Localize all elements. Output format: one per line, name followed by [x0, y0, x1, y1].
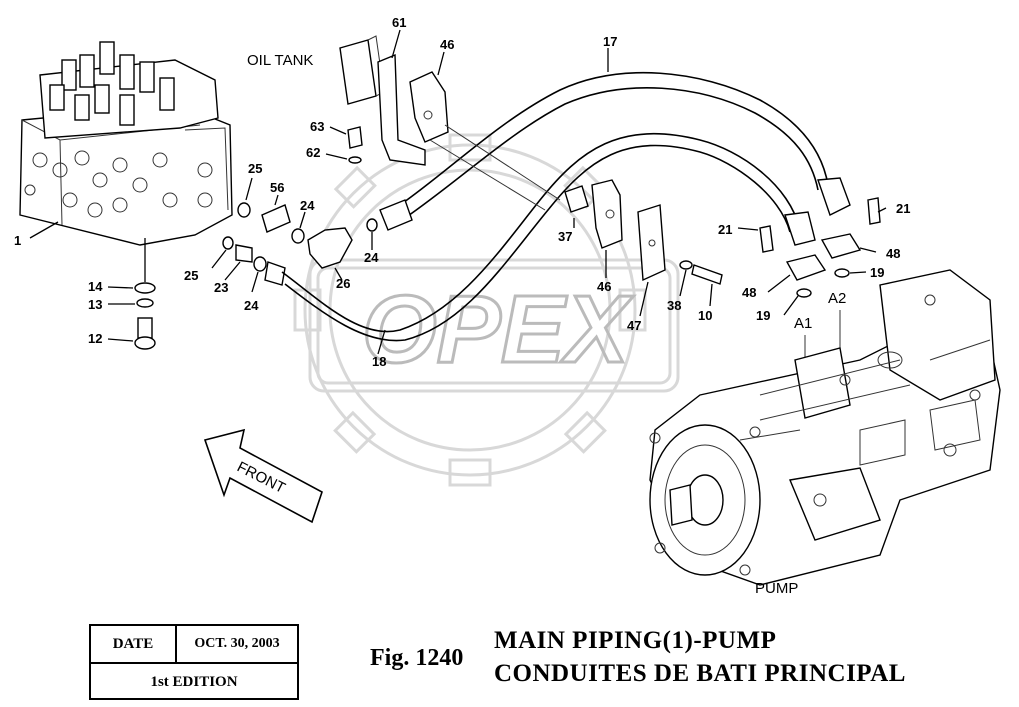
clamp-37 [564, 185, 589, 213]
hose-18-outer [281, 132, 801, 333]
leaders-62-63 [325, 126, 348, 160]
date-value: OCT. 30, 2003 [194, 636, 280, 651]
washer-62 [348, 156, 362, 164]
callout-25a: 25 [248, 161, 262, 176]
callout-17: 17 [603, 34, 617, 49]
leaders-flanges [737, 207, 887, 316]
callout-10: 10 [698, 308, 712, 323]
callout-23: 23 [214, 280, 228, 295]
callout-47: 47 [627, 318, 641, 333]
callout-46b: 46 [597, 279, 611, 294]
callout-24a: 24 [300, 198, 315, 213]
leaders-61-46 [391, 29, 445, 76]
front-arrow-icon [203, 428, 323, 524]
callout-63: 63 [310, 119, 324, 134]
flange-48b [820, 233, 862, 259]
figure-number: Fig. 1240 [370, 645, 464, 671]
callout-24b: 24 [244, 298, 259, 313]
mount-hardware [134, 238, 156, 350]
callout-48a: 48 [742, 285, 756, 300]
washer-38 [679, 260, 693, 270]
callout-19b: 19 [870, 265, 884, 280]
callout-21b: 21 [896, 201, 910, 216]
callout-24c: 24 [364, 250, 379, 265]
bracket-61 [377, 53, 426, 166]
leaders-upper-fittings [245, 177, 343, 281]
title-english: MAIN PIPING(1)-PUMP [494, 627, 777, 654]
leaders-clamp-group [573, 218, 713, 317]
bolt-21b [867, 197, 881, 225]
bolt-21a [759, 225, 774, 253]
watermark-gear [293, 133, 680, 487]
callout-14: 14 [88, 279, 103, 294]
edition-label: 1st EDITION [150, 673, 238, 690]
callout-19a: 19 [756, 308, 770, 323]
watermark-text: OPEX [362, 276, 634, 383]
title-french: CONDUITES DE BATI PRINCIPAL [494, 660, 906, 687]
callout-1: 1 [14, 233, 21, 248]
callout-38: 38 [667, 298, 681, 313]
clamp-46-upper [409, 71, 449, 143]
leader-1 [29, 221, 59, 239]
port-a2-label: A2 [828, 290, 846, 307]
o-ring-19a [796, 288, 812, 298]
date-label: DATE [91, 626, 177, 662]
callout-21a: 21 [718, 222, 732, 237]
flange-48a [785, 254, 827, 281]
callout-12: 12 [88, 331, 102, 346]
projection-lines [429, 124, 561, 211]
clamp-block [339, 35, 385, 105]
o-ring-24c [366, 218, 378, 232]
callout-26: 26 [336, 276, 350, 291]
o-ring-19b [834, 268, 850, 278]
callout-56: 56 [270, 180, 284, 195]
leaders-12-14 [107, 286, 135, 342]
revision-info-box: DATE OCT. 30, 2003 1st EDITION [89, 624, 299, 700]
leaders-lower-fittings [211, 249, 259, 293]
clamp-46-lower [591, 179, 623, 249]
callout-13: 13 [88, 297, 102, 312]
hose-17-outer [399, 71, 829, 206]
oil-tank-label: OIL TANK [247, 52, 313, 69]
pump-label: PUMP [755, 580, 798, 597]
callout-61: 61 [392, 15, 406, 30]
hose-18-inner [284, 144, 791, 342]
leader-18 [377, 329, 386, 355]
hose-17-inner [404, 87, 819, 219]
bolt-63 [347, 126, 363, 149]
callout-62: 62 [306, 145, 320, 160]
hose-17-end [379, 199, 413, 231]
bolt-10 [691, 264, 723, 285]
port-a1-label: A1 [794, 315, 812, 332]
fittings-lower [222, 236, 286, 286]
plate-47 [637, 204, 666, 282]
callout-46a: 46 [440, 37, 454, 52]
pump-assembly [649, 269, 1001, 586]
callout-18: 18 [372, 354, 386, 369]
callout-37: 37 [558, 229, 572, 244]
hose-18-pump-end [784, 211, 816, 246]
control-valve [19, 41, 233, 246]
callout-25b: 25 [184, 268, 198, 283]
fittings-upper [237, 202, 353, 269]
hose-17-pump-end [817, 177, 851, 216]
callout-48b: 48 [886, 246, 900, 261]
